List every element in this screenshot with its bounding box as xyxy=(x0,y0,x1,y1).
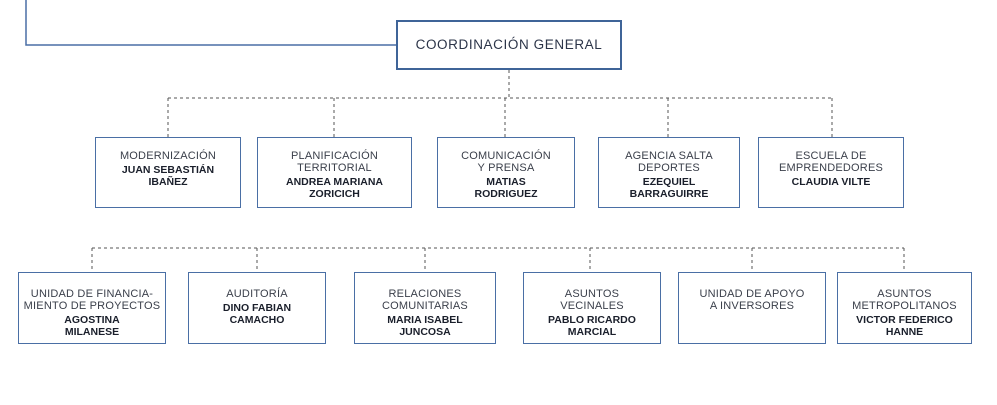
node-agencia-deportes: AGENCIA SALTA DEPORTES EZEQUIEL BARRAGUI… xyxy=(598,137,740,208)
node-person: PABLO RICARDO MARCIAL xyxy=(548,314,636,338)
node-financiamiento: UNIDAD DE FINANCIA- MIENTO DE PROYECTOS … xyxy=(18,272,166,344)
node-auditoria: AUDITORÍA DINO FABIAN CAMACHO xyxy=(188,272,326,344)
root-title: COORDINACIÓN GENERAL xyxy=(415,37,603,52)
node-apoyo-inversores: UNIDAD DE APOYO A INVERSORES xyxy=(678,272,826,344)
node-title: ESCUELA DE EMPRENDEDORES xyxy=(778,150,884,174)
node-person: MARIA ISABEL JUNCOSA xyxy=(387,314,463,338)
node-comunicacion: COMUNICACIÓN Y PRENSA MATIAS RODRIGUEZ xyxy=(437,137,575,208)
node-title: UNIDAD DE APOYO A INVERSORES xyxy=(699,288,805,312)
node-title: AGENCIA SALTA DEPORTES xyxy=(625,150,713,174)
node-asuntos-vecinales: ASUNTOS VECINALES PABLO RICARDO MARCIAL xyxy=(523,272,661,344)
root-node: COORDINACIÓN GENERAL xyxy=(396,20,622,70)
node-title: UNIDAD DE FINANCIA- MIENTO DE PROYECTOS xyxy=(23,288,161,312)
node-title: ASUNTOS VECINALES xyxy=(560,288,624,312)
node-person: JUAN SEBASTIÁN IBAÑEZ xyxy=(121,164,215,188)
node-title: ASUNTOS METROPOLITANOS xyxy=(852,288,957,312)
node-person: AGOSTINA MILANESE xyxy=(64,314,120,338)
node-person: ANDREA MARIANA ZORICICH xyxy=(285,176,384,200)
node-person: MATIAS RODRIGUEZ xyxy=(474,176,538,200)
node-asuntos-metropolitanos: ASUNTOS METROPOLITANOS VICTOR FEDERICO H… xyxy=(837,272,972,344)
node-modernizacion: MODERNIZACIÓN JUAN SEBASTIÁN IBAÑEZ xyxy=(95,137,241,208)
node-title: COMUNICACIÓN Y PRENSA xyxy=(461,150,551,174)
node-title: PLANIFICACIÓN TERRITORIAL xyxy=(291,150,378,174)
node-person: CLAUDIA VILTE xyxy=(791,176,871,188)
node-person: EZEQUIEL BARRAGUIRRE xyxy=(629,176,709,200)
node-title: MODERNIZACIÓN xyxy=(119,150,217,162)
node-person: DINO FABIAN CAMACHO xyxy=(222,302,292,326)
node-planificacion: PLANIFICACIÓN TERRITORIAL ANDREA MARIANA… xyxy=(257,137,412,208)
node-relaciones-comunitarias: RELACIONES COMUNITARIAS MARIA ISABEL JUN… xyxy=(354,272,496,344)
node-title: AUDITORÍA xyxy=(226,288,288,300)
node-title: RELACIONES COMUNITARIAS xyxy=(382,288,468,312)
node-escuela-emprendedores: ESCUELA DE EMPRENDEDORES CLAUDIA VILTE xyxy=(758,137,904,208)
node-person: VICTOR FEDERICO HANNE xyxy=(856,314,953,338)
